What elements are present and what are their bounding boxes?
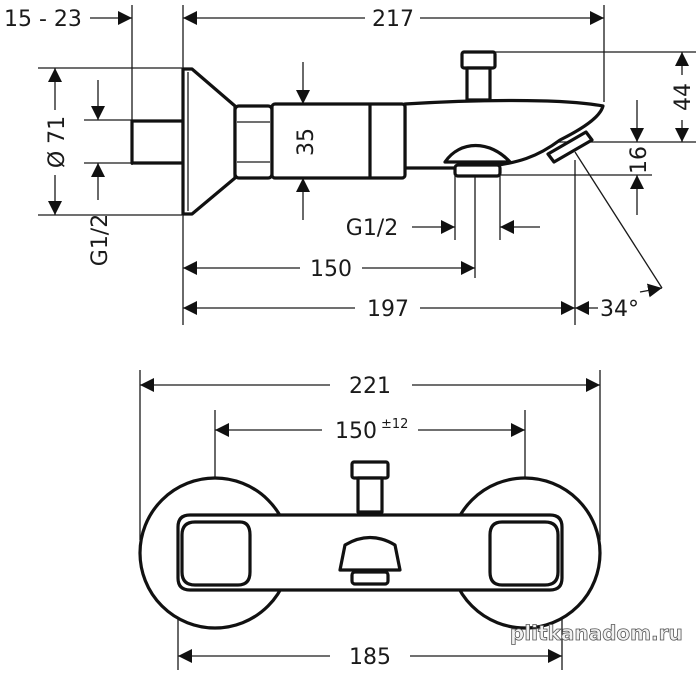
dim-outlet-thread: G1/2 [346, 216, 398, 241]
watermark: plitkanadom.ru [510, 621, 683, 645]
dim-center-distance: 150 [335, 419, 377, 444]
dim-spout-offset: 16 [627, 146, 652, 174]
dim-top-height: 44 [671, 83, 696, 111]
dim-spout-angle: 34° [600, 297, 639, 322]
dim-rosette-diameter: Ø 71 [45, 116, 70, 168]
mixer-side-outline [130, 50, 605, 216]
dim-total-length: 217 [372, 7, 414, 32]
dim-inlet-thread: G1/2 [88, 214, 113, 266]
front-view: 221 150 ±12 185 [138, 370, 602, 670]
dim-body-width: 185 [349, 645, 391, 670]
front-dimension-lines [140, 378, 600, 663]
dim-wall-offset: 15 - 23 [4, 7, 82, 32]
dim-spout-reach: 197 [367, 297, 409, 322]
side-view: 15 - 23 217 Ø 71 G1/2 35 44 16 G1/2 150 … [4, 5, 696, 325]
mixer-front-outline [138, 460, 602, 630]
dim-center-tolerance: ±12 [381, 417, 408, 432]
dim-overall-width: 221 [349, 374, 391, 399]
dim-outlet-distance: 150 [310, 257, 352, 282]
side-dimension-lines [48, 11, 689, 315]
dim-body-height: 35 [294, 128, 319, 156]
